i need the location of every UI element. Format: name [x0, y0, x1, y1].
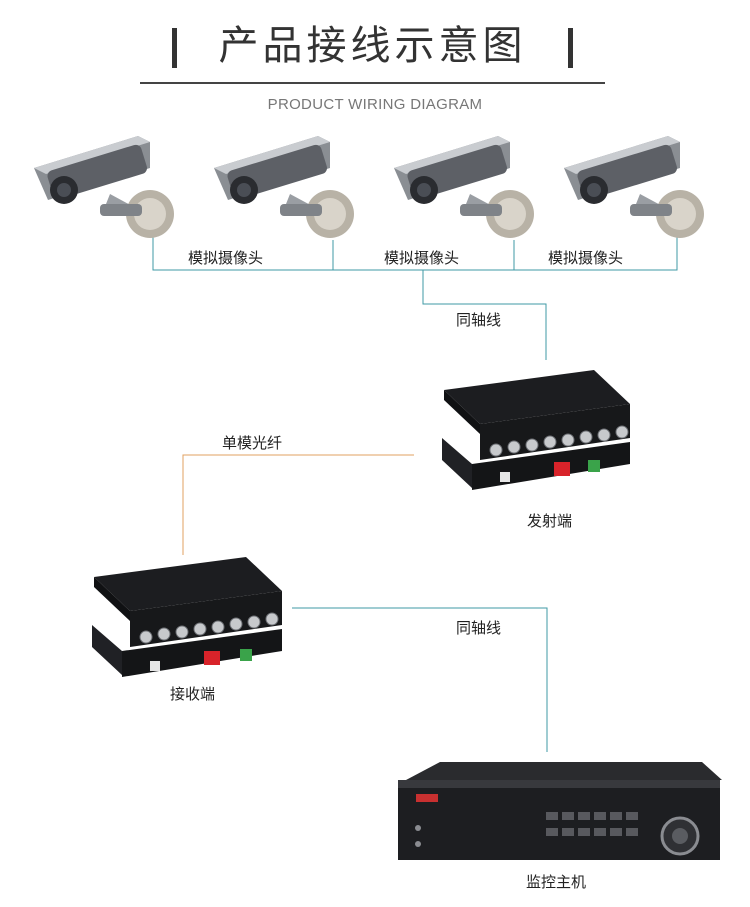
coax-label-bottom: 同轴线 — [456, 619, 502, 637]
camera-4 — [564, 136, 704, 238]
fiber-line — [182, 454, 414, 555]
host-label: 监控主机 — [526, 873, 587, 891]
camera-1 — [34, 136, 174, 238]
host-device — [398, 762, 722, 860]
title-right-bar — [568, 28, 573, 68]
coax-label-top: 同轴线 — [456, 311, 502, 329]
camera-2 — [214, 136, 354, 238]
receiver-label: 接收端 — [170, 685, 216, 703]
camera-bus-line — [152, 230, 678, 271]
page-title: 产品接线示意图 — [218, 23, 527, 69]
camera-label-2: 模拟摄像头 — [384, 249, 460, 267]
coax-line-bottom — [292, 607, 548, 752]
fiber-label: 单模光纤 — [222, 434, 283, 452]
transmitter-device — [442, 370, 630, 490]
coax-line-top — [422, 270, 547, 360]
receiver-device — [92, 557, 282, 677]
title-left-bar — [172, 28, 177, 68]
diagram-header: 产品接线示意图 — [140, 18, 605, 84]
camera-label-1: 模拟摄像头 — [188, 249, 264, 267]
title-underline — [140, 82, 605, 84]
transmitter-label: 发射端 — [527, 512, 573, 530]
page-subtitle: PRODUCT WIRING DIAGRAM — [267, 96, 483, 113]
camera-label-3: 模拟摄像头 — [548, 249, 624, 267]
camera-3 — [394, 136, 534, 238]
